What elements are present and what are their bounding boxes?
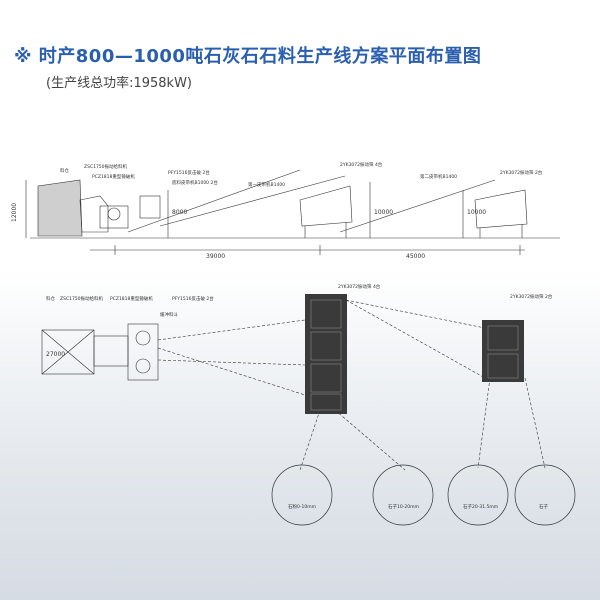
label-feed-bin: 料仓 (60, 167, 69, 174)
dim-height-right: 10000 (467, 209, 486, 216)
bin-diagonal (41, 329, 95, 375)
jaw-crusher-shape (99, 205, 129, 229)
label-counter-crusher: PFY1516反击破 2台 (168, 169, 210, 176)
stockpile-label-3: 石子20-31.5mm (463, 503, 498, 510)
dim-span-1: 39000 (206, 253, 225, 260)
label-vibrating-feeder: ZSC1750振动给料机 (84, 163, 128, 170)
stockpile-circle-3 (447, 464, 509, 526)
screen-deck (310, 393, 342, 411)
screen-1-shape (299, 185, 353, 227)
label-conveyor-1: 第一皮带机B1400 (248, 181, 285, 188)
screen-deck (310, 363, 342, 393)
screen-deck (310, 331, 342, 361)
stockpile-circle-4 (514, 464, 576, 526)
label-screen-2: 2YK3072振动筛 2台 (500, 169, 543, 176)
stockpile-circle-1 (271, 464, 333, 526)
plan-feeder (93, 335, 129, 367)
plan-label-counter-crusher: PFY1516反击破 2台 (172, 295, 214, 302)
plan-dim-bin: 27000 (46, 351, 65, 358)
dim-height-mid2: 10000 (374, 209, 393, 216)
plan-screen-2-body (482, 320, 524, 382)
counter-crusher-shape (139, 195, 161, 219)
rock-pile (37, 179, 83, 237)
plan-conveyor (524, 377, 546, 469)
page-title: ※ 时产800—1000吨石灰石石料生产线方案平面布置图 (14, 46, 482, 67)
plan-conveyor (334, 409, 406, 471)
plan-label-screen-1: 2YK3072振动筛 4台 (338, 283, 381, 290)
plan-conveyor (345, 299, 486, 329)
plan-label-transfer: 缓冲料斗 (160, 311, 178, 318)
label-main-conveyor: 底料皮带机B1000 2台 (172, 179, 218, 186)
plan-crusher-bottom (135, 358, 151, 374)
screen-2-shape (474, 189, 528, 229)
stockpile-circle-2 (372, 464, 434, 526)
crusher-wheel (107, 207, 121, 221)
label-conveyor-2: 第二皮带机B1400 (420, 173, 457, 180)
main-conveyor-line (127, 169, 301, 233)
plan-label-feed-bin: 料仓 (46, 295, 55, 302)
screen-deck (487, 325, 519, 351)
vibrating-feeder-shape (79, 195, 109, 233)
dim-height-left: 12000 (11, 203, 18, 222)
plan-screen-1 (305, 294, 347, 414)
plan-conveyor (157, 319, 306, 341)
screen-deck (310, 299, 342, 329)
plan-conveyor (477, 377, 491, 469)
page-subtitle: (生产线总功率:1958kW) (46, 76, 192, 91)
plan-conveyor (299, 409, 321, 471)
plan-label-screen-2: 2YK3072振动筛 2台 (510, 293, 553, 300)
conveyor-2-line (339, 179, 496, 233)
plan-conveyor (157, 359, 306, 366)
plan-label-vibrating-feeder: ZSC1750振动给料机 (60, 295, 104, 302)
plan-crusher-top (135, 330, 151, 346)
stockpile-label-1: 石粉0-10mm (288, 503, 316, 510)
conveyor-1-line (159, 175, 346, 227)
stockpile-label-2: 石子10-20mm (388, 503, 419, 510)
label-jaw-crusher: PCZ1818重型锤破机 (92, 173, 135, 180)
plan-counter-crusher-frame (127, 323, 159, 381)
plan-conveyor (157, 347, 306, 396)
label-screen-1: 2YK3072振动筛 4台 (340, 161, 383, 168)
screen-deck (487, 353, 519, 379)
plan-label-jaw-crusher: PCZ1818重型锤破机 (110, 295, 153, 302)
stockpile-label-4: 石子 (539, 503, 548, 510)
plan-conveyor (345, 299, 486, 379)
dim-span-2: 45000 (406, 253, 425, 260)
plan-screen-2 (482, 320, 524, 382)
dim-height-mid1: 8000 (172, 209, 187, 216)
